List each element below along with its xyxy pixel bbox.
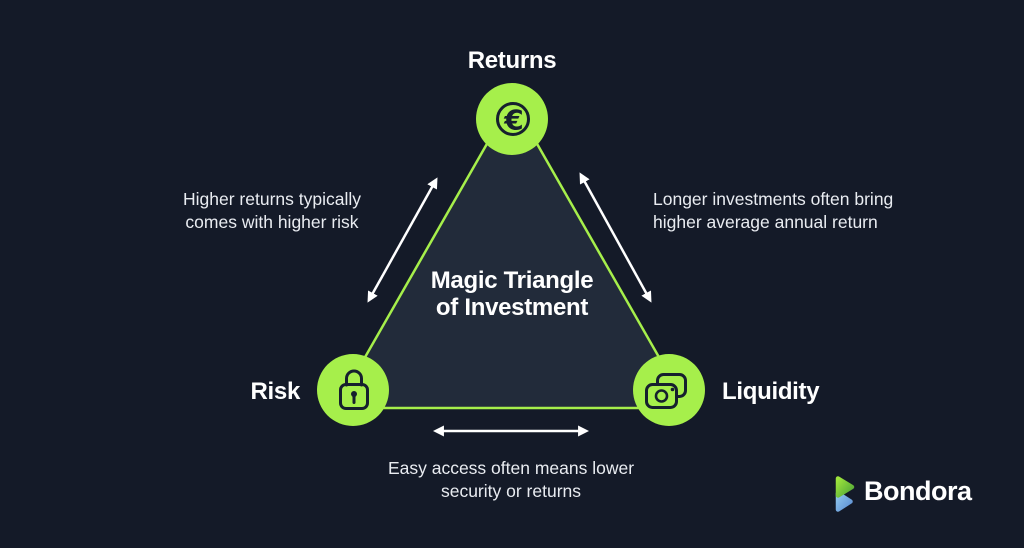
diagram-title-line1: Magic Triangle <box>430 267 594 294</box>
euro-symbol: € <box>503 104 523 137</box>
euro-coin-icon: € <box>496 102 530 137</box>
annotation-line: Longer investments often bring <box>653 189 894 209</box>
annotation-line: higher average annual return <box>653 212 878 232</box>
annotation-line: Easy access often means lower <box>387 458 635 478</box>
liquidity-label: Liquidity <box>722 378 820 405</box>
risk-liquidity-annotation: Easy access often means lower security o… <box>388 457 634 503</box>
bondora-wordmark: Bondora <box>864 476 972 506</box>
annotation-line: security or returns <box>440 481 582 501</box>
returns-liquidity-annotation: Longer investments often bring higher av… <box>653 188 893 234</box>
returns-label: Returns <box>467 47 557 74</box>
risk-returns-annotation: Higher returns typically comes with high… <box>183 188 361 234</box>
diagram-title-line2: of Investment <box>435 294 589 321</box>
risk-node-circle <box>317 354 389 426</box>
lock-icon <box>339 369 369 410</box>
returns-node-circle <box>476 83 548 155</box>
risk-label: Risk <box>250 378 301 405</box>
risk-returns-arrow-icon <box>367 177 438 303</box>
bondora-logo-mark-icon <box>835 476 855 512</box>
diagram-title: Magic Triangle of Investment <box>431 267 594 321</box>
banknotes-icon <box>645 373 687 409</box>
annotation-line: comes with higher risk <box>185 212 359 232</box>
returns-liquidity-arrow-icon <box>579 172 652 303</box>
annotation-line: Higher returns typically <box>183 189 361 209</box>
